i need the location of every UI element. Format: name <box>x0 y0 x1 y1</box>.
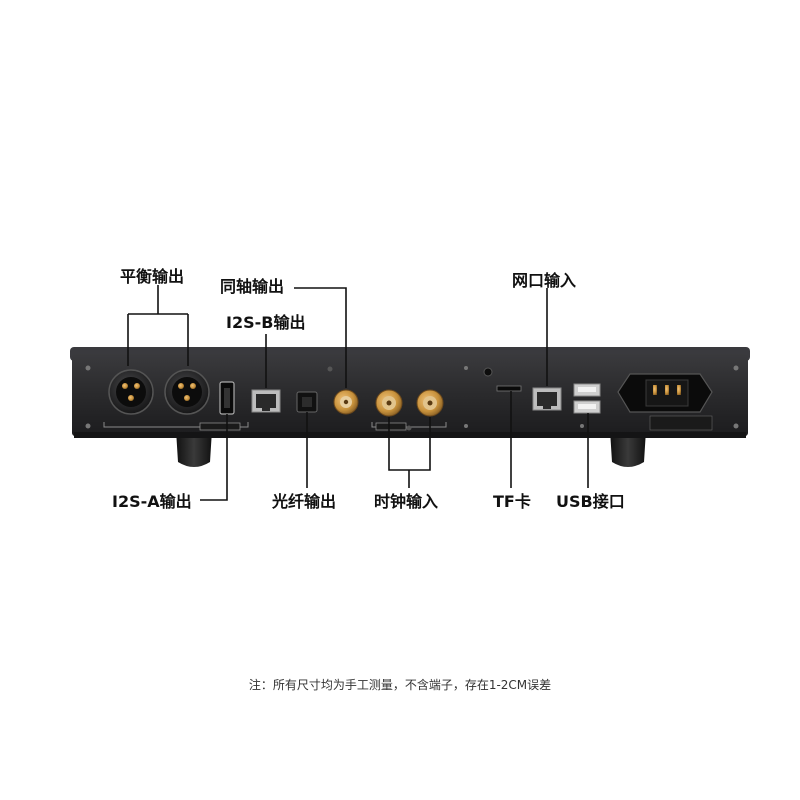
label-coaxial-out: 同轴输出 <box>220 277 285 296</box>
foot-right <box>610 430 646 467</box>
tf-indicator <box>483 367 493 377</box>
clock-indicator <box>406 425 412 431</box>
label-network-in: 网口输入 <box>512 271 577 290</box>
screw-mid3-icon <box>580 424 584 428</box>
screw-br-icon <box>733 423 739 429</box>
foot-left <box>176 430 212 467</box>
rubber-feet <box>176 430 646 467</box>
hdmi-i2s-a-port <box>219 381 235 415</box>
label-clock-in: 时钟输入 <box>374 492 439 511</box>
label-balanced-out: 平衡输出 <box>120 267 185 286</box>
leader-lines <box>127 285 589 501</box>
measurement-note: 注：所有尺寸均为手工测量，不含端子，存在1-2CM误差 <box>248 678 552 692</box>
screw-tl-icon <box>85 365 91 371</box>
xlr-out-right <box>164 369 210 415</box>
label-usb-port: USB接口 <box>556 492 625 511</box>
leader-clock-in <box>388 417 431 488</box>
xlr-group-bracket <box>103 422 249 428</box>
label-optical-out: 光纤输出 <box>272 492 337 511</box>
label-i2s-b-out: I2S-B输出 <box>226 313 306 332</box>
leader-coaxial-out <box>294 287 347 388</box>
chassis <box>70 347 750 438</box>
label-i2s-a-out: I2S-A输出 <box>112 492 192 511</box>
clock-in-jack-2 <box>416 389 444 417</box>
screw-mid2-icon <box>464 424 468 428</box>
xlr-group-tag <box>199 422 241 431</box>
chassis-bottom-edge <box>74 432 746 438</box>
xlr-out-left <box>108 369 154 415</box>
power-spec-plate <box>649 415 713 431</box>
coaxial-out-jack <box>327 366 359 415</box>
clock-in-jack-1 <box>375 389 403 417</box>
rj45-i2s-b-port <box>251 389 281 413</box>
chassis-body <box>72 354 748 436</box>
label-tf-card: TF卡 <box>493 492 531 511</box>
power-inlet <box>617 373 713 431</box>
optical-out-port <box>296 391 318 413</box>
rj45-network-port <box>532 387 562 411</box>
clock-group-tag <box>375 422 407 431</box>
coaxial-indicator <box>327 366 333 372</box>
leader-balanced-out <box>127 285 189 366</box>
screw-tr-icon <box>733 365 739 371</box>
leader-i2s-a-out <box>200 414 228 501</box>
usb-ports <box>573 383 601 414</box>
screw-mid1-icon <box>464 366 468 370</box>
tf-card-slot <box>483 367 522 392</box>
screw-bl-icon <box>85 423 91 429</box>
